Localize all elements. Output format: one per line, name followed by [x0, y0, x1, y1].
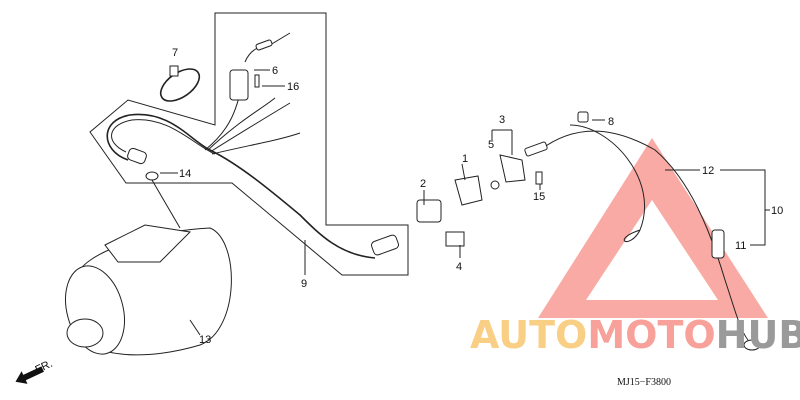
callout-4: 4 [456, 261, 462, 273]
callout-12: 12 [702, 165, 714, 177]
watermark-text: AUTOMOTOHUB [470, 313, 800, 357]
sensor-cable [524, 111, 761, 351]
front-direction-arrow [15, 366, 44, 384]
callout-7: 7 [172, 47, 178, 59]
callout-14: 14 [179, 168, 191, 180]
callout-11: 11 [735, 240, 746, 252]
callout-6: 6 [272, 65, 278, 77]
leader-lines [160, 69, 770, 336]
callout-5: 5 [488, 139, 494, 151]
callout-13: 13 [199, 334, 211, 346]
callout-16: 16 [287, 81, 299, 93]
clamp-head [169, 65, 179, 77]
mounting-parts [416, 154, 543, 247]
callout-2: 2 [420, 178, 426, 190]
callout-9: 9 [301, 278, 307, 290]
front-label: FR. [33, 358, 54, 376]
harness-group-outline [89, 12, 409, 276]
wire-harness [106, 32, 399, 259]
diagram-code: MJ15−F3800 [617, 377, 671, 388]
clamp-band [159, 68, 201, 102]
callout-8: 8 [608, 116, 614, 128]
callout-3: 3 [499, 114, 505, 126]
callout-1: 1 [462, 153, 468, 165]
callout-10: 10 [771, 205, 783, 217]
washer [145, 171, 159, 181]
callout-15: 15 [533, 191, 545, 203]
watermark-logo [538, 138, 768, 318]
